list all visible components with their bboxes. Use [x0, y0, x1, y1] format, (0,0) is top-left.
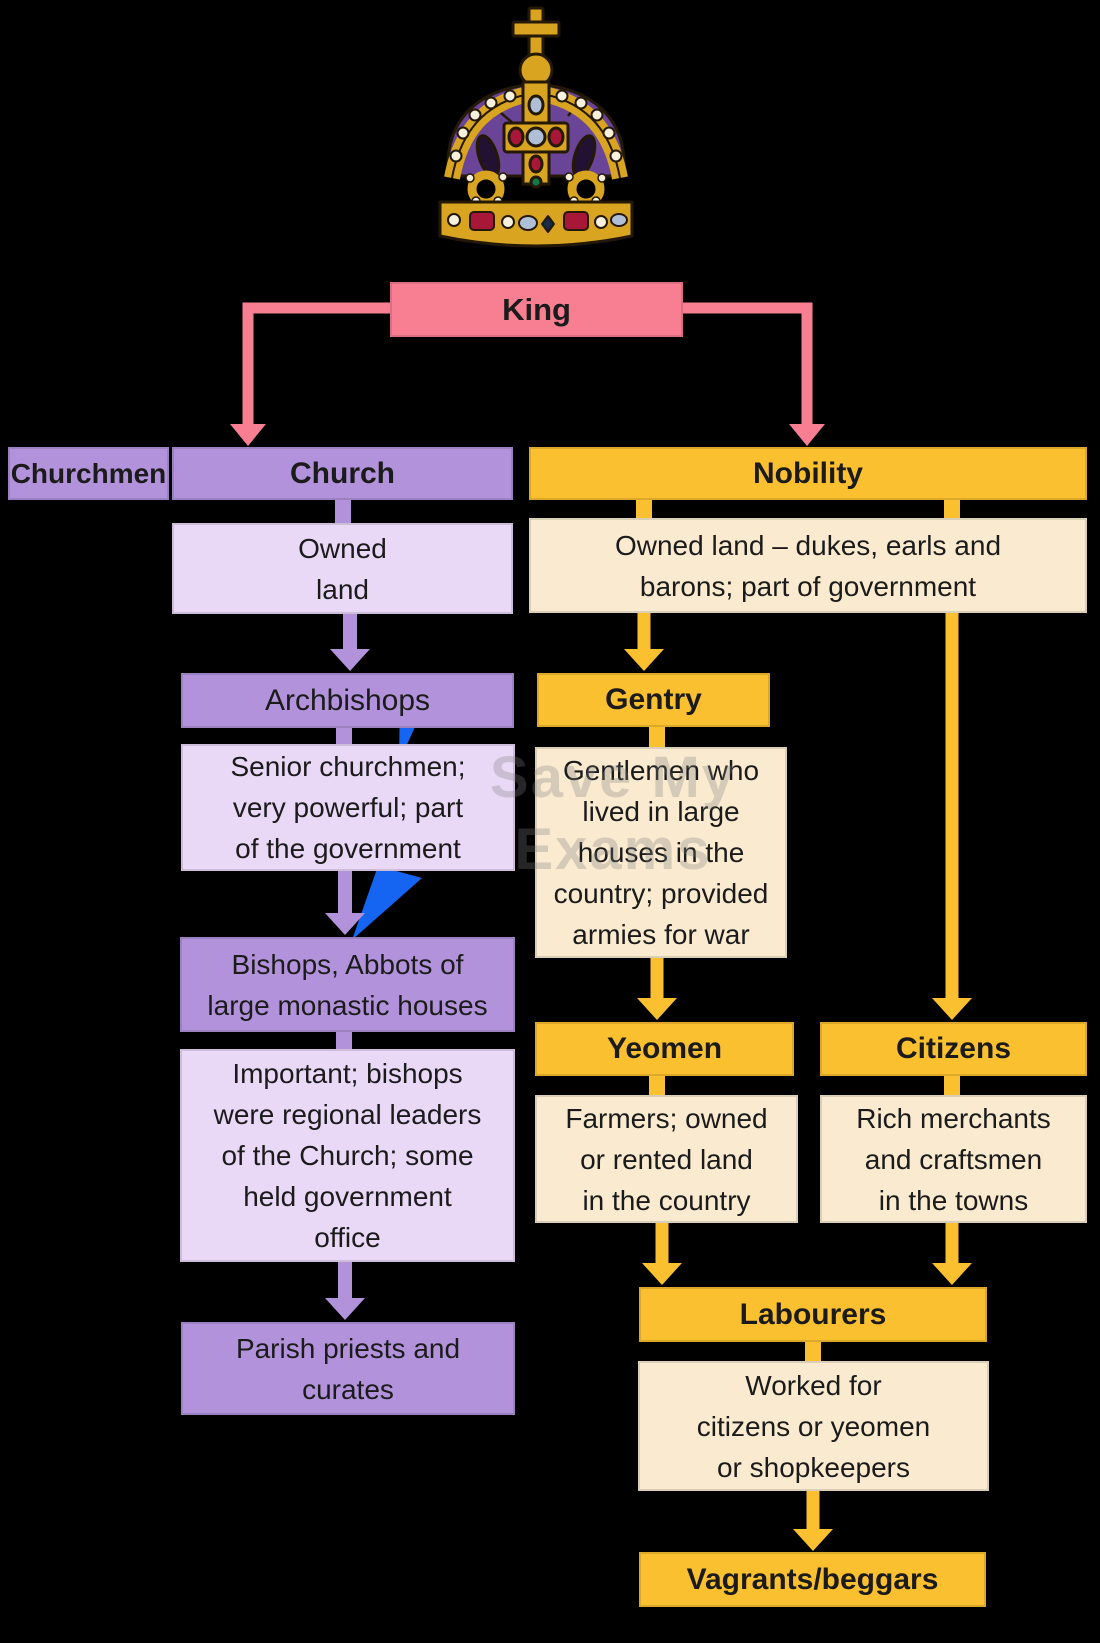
labourers-header: Labourers [639, 1287, 987, 1342]
vagrants-header: Vagrants/beggars [639, 1552, 986, 1607]
arrowhead-icon [230, 424, 266, 446]
church-owned-land-box: Owned land [172, 523, 513, 614]
arrowhead-icon [624, 649, 664, 671]
gentry-desc-box: Gentlemen who lived in large houses in t… [535, 747, 787, 958]
nobility-desc-box: Owned land – dukes, earls and barons; pa… [529, 518, 1087, 613]
arrowhead-icon [789, 424, 825, 446]
arrowhead-icon [932, 998, 972, 1020]
nobility-header: Nobility [529, 447, 1087, 500]
labourers-desc-box: Worked for citizens or yeomen or shopkee… [638, 1361, 989, 1491]
citizens-header: Citizens [820, 1022, 1087, 1076]
arrowhead-icon [325, 913, 365, 935]
parish-priests-box: Parish priests and curates [181, 1322, 515, 1415]
church-header: Church [172, 447, 513, 500]
arrowhead-icon [325, 1298, 365, 1320]
connector-arrow-shaft [683, 302, 813, 424]
arrowhead-icon [330, 649, 370, 671]
crown-icon [438, 6, 634, 248]
yeomen-desc-box: Farmers; owned or rented land in the cou… [535, 1095, 798, 1223]
arrowhead-icon [793, 1529, 833, 1551]
king-box: King [390, 282, 683, 337]
arrowhead-icon [932, 1263, 972, 1285]
bishops-desc-box: Important; bishops were regional leaders… [180, 1049, 515, 1262]
yeomen-header: Yeomen [535, 1022, 794, 1076]
citizens-desc-box: Rich merchants and craftsmen in the town… [820, 1095, 1087, 1223]
connector-arrow-shaft [242, 302, 390, 424]
gentry-header: Gentry [537, 673, 770, 727]
archbishops-desc-box: Senior churchmen; very powerful; part of… [181, 744, 515, 871]
arrowhead-icon [637, 998, 677, 1020]
archbishops-header: Archbishops [181, 673, 514, 728]
churchmen-label: Churchmen [8, 447, 169, 500]
bishops-box: Bishops, Abbots of large monastic houses [180, 937, 515, 1032]
lightning-bolt-icon [352, 866, 422, 940]
arrowhead-icon [642, 1263, 682, 1285]
